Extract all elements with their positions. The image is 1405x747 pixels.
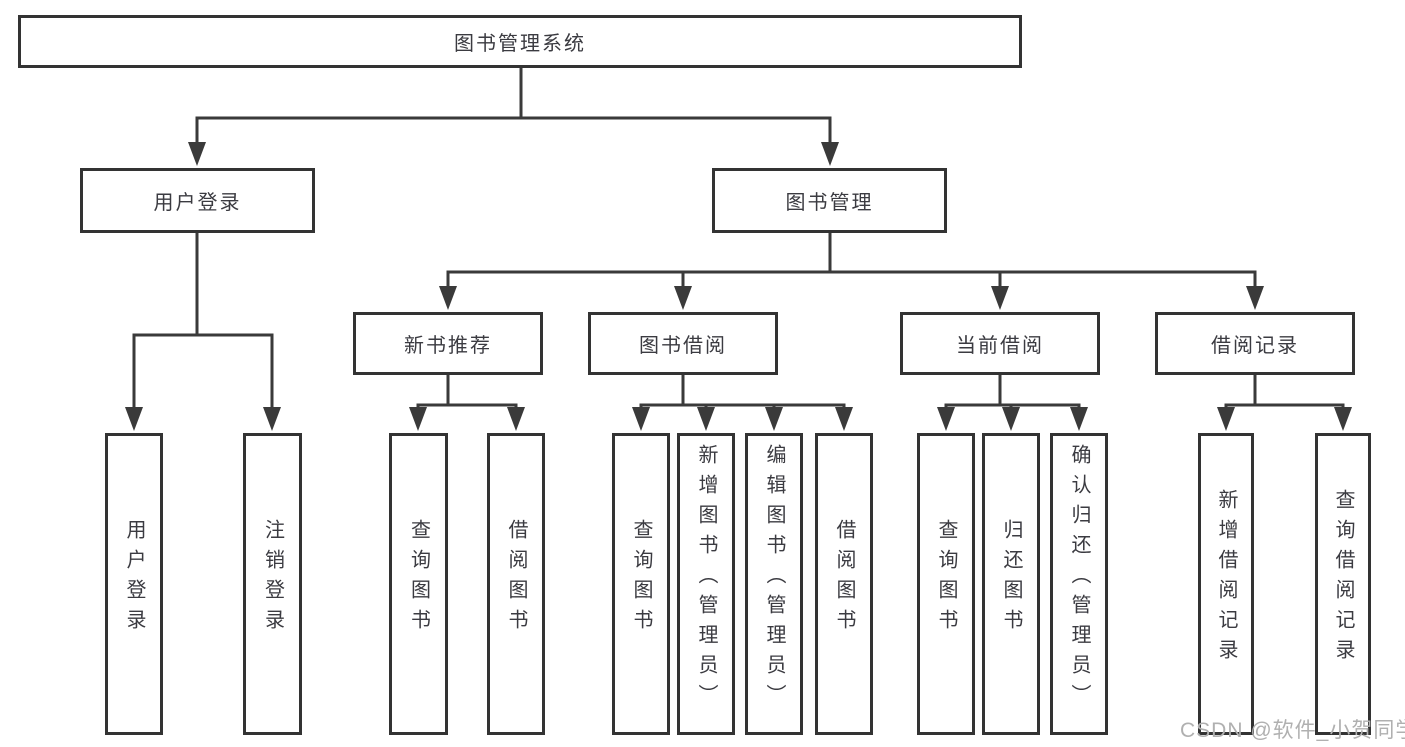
leaf-label: 查询图书 [630, 519, 652, 639]
leaf-label: 查询借阅记录 [1332, 489, 1354, 669]
leaf-label: 查询图书 [935, 519, 957, 639]
leaf-logout: 注销登录 [243, 433, 302, 735]
watermark: CSDN @软件_小贺同学 [1180, 719, 1405, 742]
leaf-add-borrow-record: 新增借阅记录 [1198, 433, 1254, 735]
leaf-label: 新增借阅记录 [1215, 489, 1237, 669]
node-label: 图书借阅 [639, 335, 727, 357]
leaf-label: 归还图书 [1000, 519, 1022, 639]
node-user-login: 用户登录 [80, 168, 315, 233]
leaf-label: 编辑图书（管理员） [763, 444, 785, 714]
leaf-label: 借阅图书 [505, 519, 527, 639]
leaf-edit-books-admin: 编辑图书（管理员） [745, 433, 803, 735]
node-label: 用户登录 [153, 192, 242, 214]
leaf-user-login: 用户登录 [105, 433, 163, 735]
leaf-query-books-recommend: 查询图书 [389, 433, 448, 735]
leaf-query-borrow-record: 查询借阅记录 [1315, 433, 1371, 735]
node-label: 当前借阅 [956, 335, 1044, 357]
node-borrowing-records: 借阅记录 [1155, 312, 1355, 375]
node-current-borrowing: 当前借阅 [900, 312, 1100, 375]
leaf-add-books-admin: 新增图书（管理员） [677, 433, 735, 735]
node-label: 新书推荐 [404, 335, 492, 357]
node-label: 借阅记录 [1211, 335, 1299, 357]
leaf-label: 确认归还（管理员） [1068, 444, 1090, 714]
node-new-book-recommend: 新书推荐 [353, 312, 543, 375]
leaf-query-books-borrowing: 查询图书 [612, 433, 670, 735]
leaf-label: 借阅图书 [833, 519, 855, 639]
leaf-borrow-books-recommend: 借阅图书 [487, 433, 545, 735]
leaf-query-books-current: 查询图书 [917, 433, 975, 735]
node-book-management: 图书管理 [712, 168, 947, 233]
leaf-label: 新增图书（管理员） [695, 444, 717, 714]
node-library-management-system: 图书管理系统 [18, 15, 1022, 68]
leaf-borrow-books: 借阅图书 [815, 433, 873, 735]
node-book-borrowing: 图书借阅 [588, 312, 778, 375]
node-label: 图书管理 [785, 192, 874, 214]
leaf-label: 查询图书 [407, 519, 430, 639]
leaf-confirm-return-admin: 确认归还（管理员） [1050, 433, 1108, 735]
leaf-return-books: 归还图书 [982, 433, 1040, 735]
leaf-label: 用户登录 [123, 519, 145, 639]
node-label: 图书管理系统 [454, 33, 586, 55]
arrowhead-icons [125, 142, 1352, 431]
leaf-label: 注销登录 [261, 519, 284, 639]
